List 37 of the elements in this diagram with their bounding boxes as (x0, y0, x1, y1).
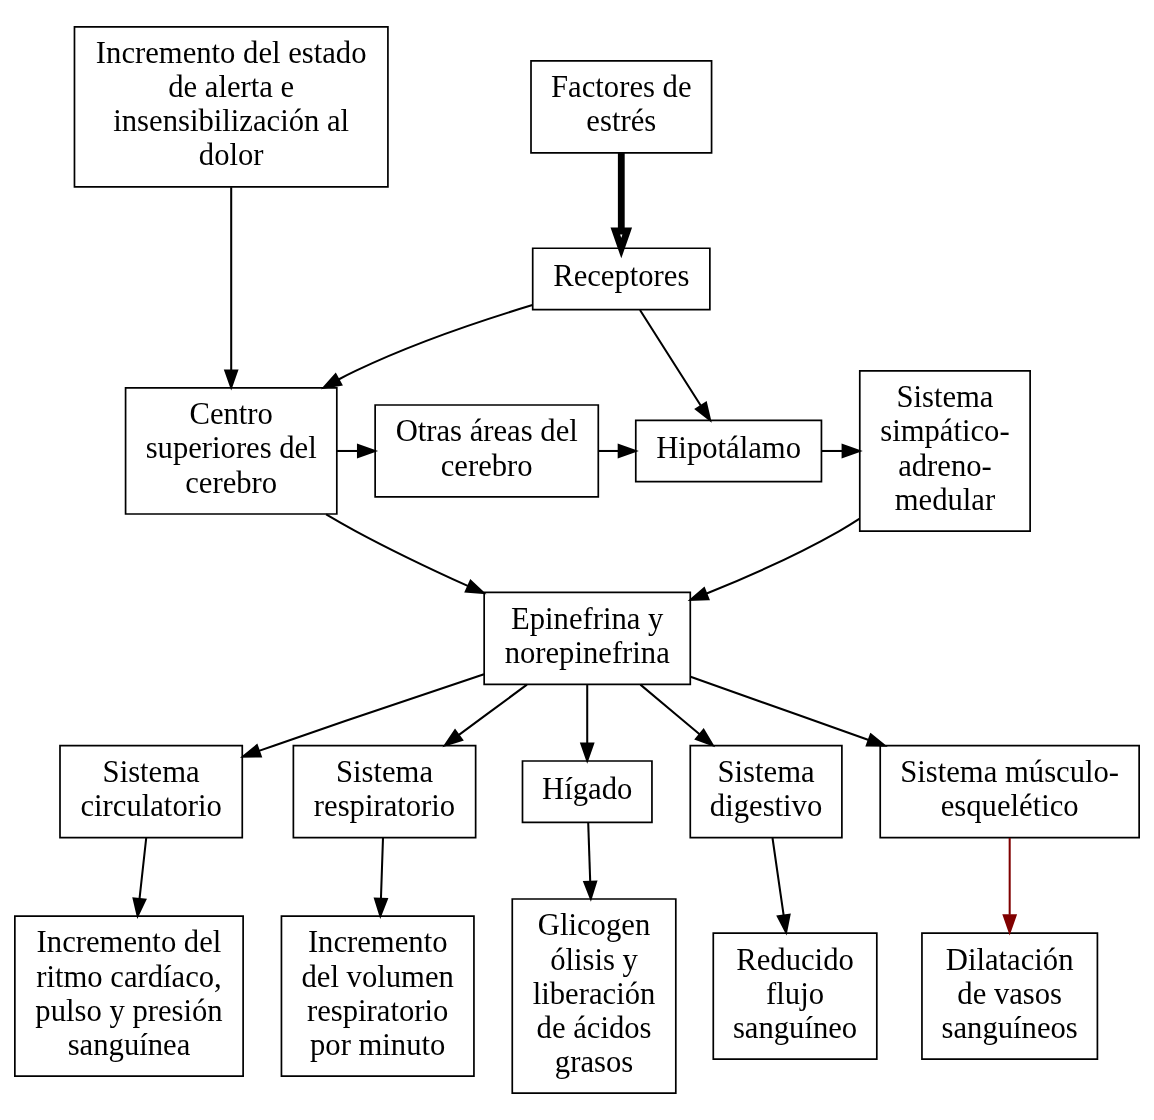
node-box: Sistema simpático-adreno-medular (858, 370, 1031, 532)
node-box: Otras áreas del cerebro (374, 404, 600, 498)
node-box: Sistema respiratorio (292, 744, 477, 839)
node-box: Receptores (531, 247, 711, 311)
node-box: Hipotálamo (634, 419, 823, 483)
arrow (337, 443, 379, 459)
node-box: Sistema digestivo (689, 744, 843, 839)
node-box: Glicogen ólisis y liberación de ácidos grasos (511, 898, 677, 1095)
arrow (690, 675, 888, 747)
node-box: Incremento del estado de alerta e insensibilización al dolor (73, 25, 389, 188)
arrow (639, 683, 716, 748)
arrow (325, 513, 487, 595)
arrow (239, 673, 485, 758)
node-box: Epinefrina y norepinefrina (483, 591, 692, 686)
arrow (132, 837, 148, 919)
arrow (771, 837, 791, 936)
node-box: Hígado (521, 760, 653, 824)
arrow (610, 152, 633, 259)
node-box: Dilatación de vasos sanguíneos (921, 932, 1099, 1060)
node-box: Factores de estrés (530, 60, 713, 154)
arrow (223, 187, 239, 391)
arrow (579, 685, 595, 764)
arrow (582, 822, 598, 902)
arrow (1002, 838, 1018, 936)
arrow (821, 443, 863, 459)
arrow (320, 304, 533, 390)
arrow (442, 683, 528, 748)
arrow (373, 837, 389, 919)
arrow (598, 443, 639, 459)
node-box: Incremento del volumen respiratorio por minuto (280, 915, 475, 1077)
node-box: Sistema músculo-esquelético (879, 744, 1140, 839)
arrow (639, 309, 712, 423)
node-box: Reducido flujo sanguíneo (712, 932, 878, 1060)
node-box: Incremento del ritmo cardíaco, pulso y presión sanguínea (14, 915, 244, 1077)
node-box: Sistema circulatorio (59, 744, 244, 839)
arrow (687, 517, 861, 602)
node-box: Centro superiores del cerebro (124, 387, 338, 515)
